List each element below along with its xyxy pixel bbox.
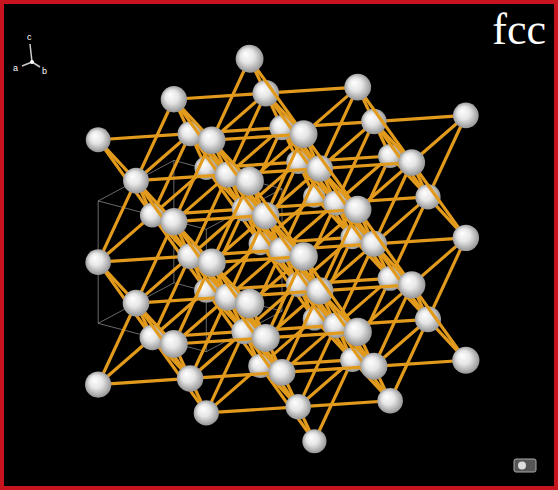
bond-rod bbox=[98, 256, 190, 262]
bond-rod bbox=[374, 360, 466, 366]
bond-rod bbox=[374, 162, 412, 243]
fcc-lattice bbox=[85, 45, 479, 454]
atom-sphere bbox=[453, 225, 479, 251]
atom-sphere bbox=[360, 353, 387, 380]
atom-sphere bbox=[235, 167, 264, 196]
bond-rod bbox=[282, 366, 374, 372]
atom-sphere bbox=[289, 242, 317, 270]
bond-rod bbox=[412, 162, 466, 237]
atom-sphere bbox=[198, 126, 225, 153]
bond-rod bbox=[98, 181, 136, 262]
bond-rod bbox=[320, 87, 358, 168]
atom-sphere bbox=[177, 365, 204, 392]
bond-rod bbox=[98, 303, 136, 384]
atom-sphere bbox=[235, 289, 264, 318]
bond-rod bbox=[136, 303, 190, 378]
bond-rod bbox=[412, 285, 466, 360]
bond-rod bbox=[320, 285, 412, 291]
bond-rod bbox=[320, 162, 412, 168]
bond-rod bbox=[98, 378, 190, 384]
atom-sphere bbox=[123, 168, 149, 194]
atom-sphere bbox=[85, 249, 111, 275]
bond-rod bbox=[190, 297, 228, 378]
atom-sphere bbox=[302, 429, 326, 453]
atom-sphere bbox=[160, 330, 188, 358]
bond-rod bbox=[136, 99, 174, 180]
bond-rod bbox=[374, 115, 466, 121]
bond-rod bbox=[136, 175, 228, 181]
atom-sphere bbox=[344, 318, 372, 346]
atom-sphere bbox=[85, 371, 111, 397]
bond-rod bbox=[206, 331, 244, 412]
bond-rod bbox=[174, 93, 266, 99]
bond-rod bbox=[358, 209, 412, 284]
axis-indicator bbox=[22, 44, 40, 67]
structure-title: fcc bbox=[492, 6, 546, 54]
axis-label: c bbox=[27, 33, 32, 42]
atom-sphere bbox=[344, 196, 372, 224]
atom-sphere bbox=[290, 120, 318, 148]
atom-sphere bbox=[123, 290, 150, 317]
bond-rod bbox=[190, 372, 282, 378]
atom-sphere bbox=[194, 400, 219, 425]
atom-sphere bbox=[86, 127, 111, 152]
bond-rod bbox=[266, 209, 358, 215]
bond-rod bbox=[314, 360, 352, 441]
bond-rod bbox=[374, 238, 466, 244]
atom-sphere bbox=[452, 347, 479, 374]
atom-sphere bbox=[285, 394, 310, 419]
atom-sphere bbox=[236, 45, 264, 73]
axis-label: a bbox=[13, 64, 18, 73]
bond-rod bbox=[304, 134, 358, 209]
atom-sphere bbox=[161, 86, 187, 112]
atom-sphere bbox=[198, 248, 226, 276]
bond-rod bbox=[390, 319, 428, 400]
bond-rod bbox=[266, 87, 358, 93]
atom-sphere bbox=[269, 359, 296, 386]
bond-rod bbox=[428, 238, 466, 319]
atom-sphere bbox=[398, 149, 425, 176]
axis-label: b bbox=[42, 67, 47, 76]
bond-rod bbox=[98, 134, 190, 140]
bond-rod bbox=[428, 115, 466, 196]
logo-icon bbox=[514, 459, 536, 472]
atom-sphere bbox=[398, 271, 425, 298]
bond-rod bbox=[298, 325, 336, 406]
bond-rod bbox=[298, 401, 390, 407]
bond-rod bbox=[136, 297, 228, 303]
atom-sphere bbox=[453, 103, 479, 129]
atom-sphere bbox=[344, 74, 371, 101]
bond-rod bbox=[174, 216, 266, 222]
bond-rod bbox=[206, 407, 298, 413]
atom-sphere bbox=[252, 324, 280, 352]
bond-rod bbox=[358, 87, 412, 162]
atom-sphere bbox=[160, 208, 187, 235]
bond-rod bbox=[320, 291, 374, 366]
atom-sphere bbox=[377, 388, 403, 414]
